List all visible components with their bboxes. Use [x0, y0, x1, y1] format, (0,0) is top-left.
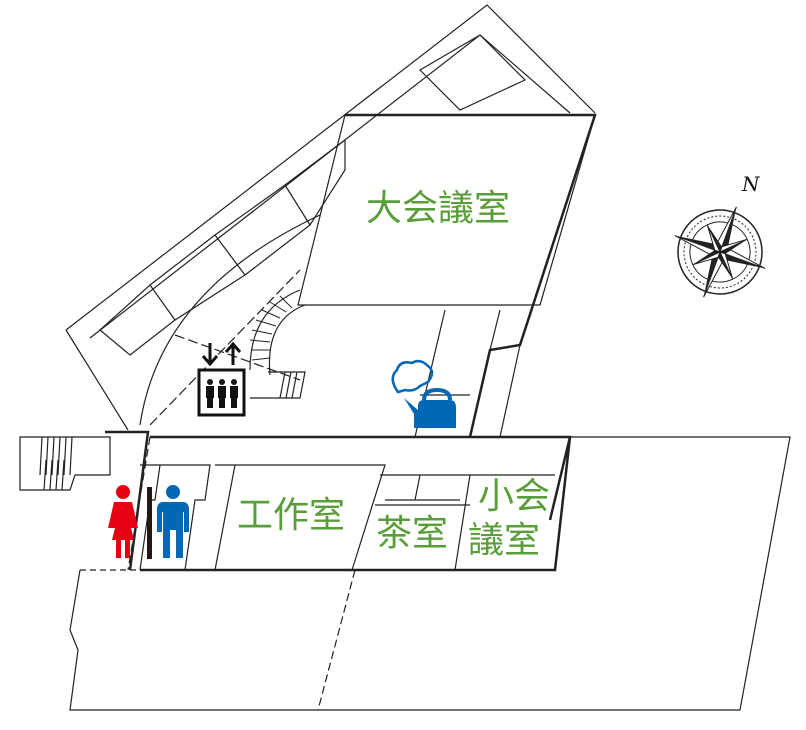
- kettle-icon: [391, 359, 456, 428]
- curved-wall: [139, 214, 321, 426]
- spiral-stair: [249, 289, 306, 376]
- room-small-meeting-line2: 議室: [468, 520, 541, 561]
- elevator-icon: [197, 341, 246, 417]
- restroom-divider: [147, 487, 152, 559]
- room-workshop: 工作室: [237, 495, 346, 536]
- window-frames: [99, 34, 527, 356]
- dashed-line: [149, 269, 301, 426]
- north-label: N: [742, 172, 760, 196]
- compass-rose-icon: [674, 206, 766, 298]
- room-small-meeting-line1: 小会: [478, 476, 551, 517]
- female-restroom-icon: [108, 485, 138, 558]
- room-large-meeting-room: 大会議室: [366, 188, 511, 229]
- male-restroom-icon: [157, 485, 189, 558]
- stair-treads: [249, 295, 293, 361]
- room-tea-room: 茶室: [376, 513, 449, 554]
